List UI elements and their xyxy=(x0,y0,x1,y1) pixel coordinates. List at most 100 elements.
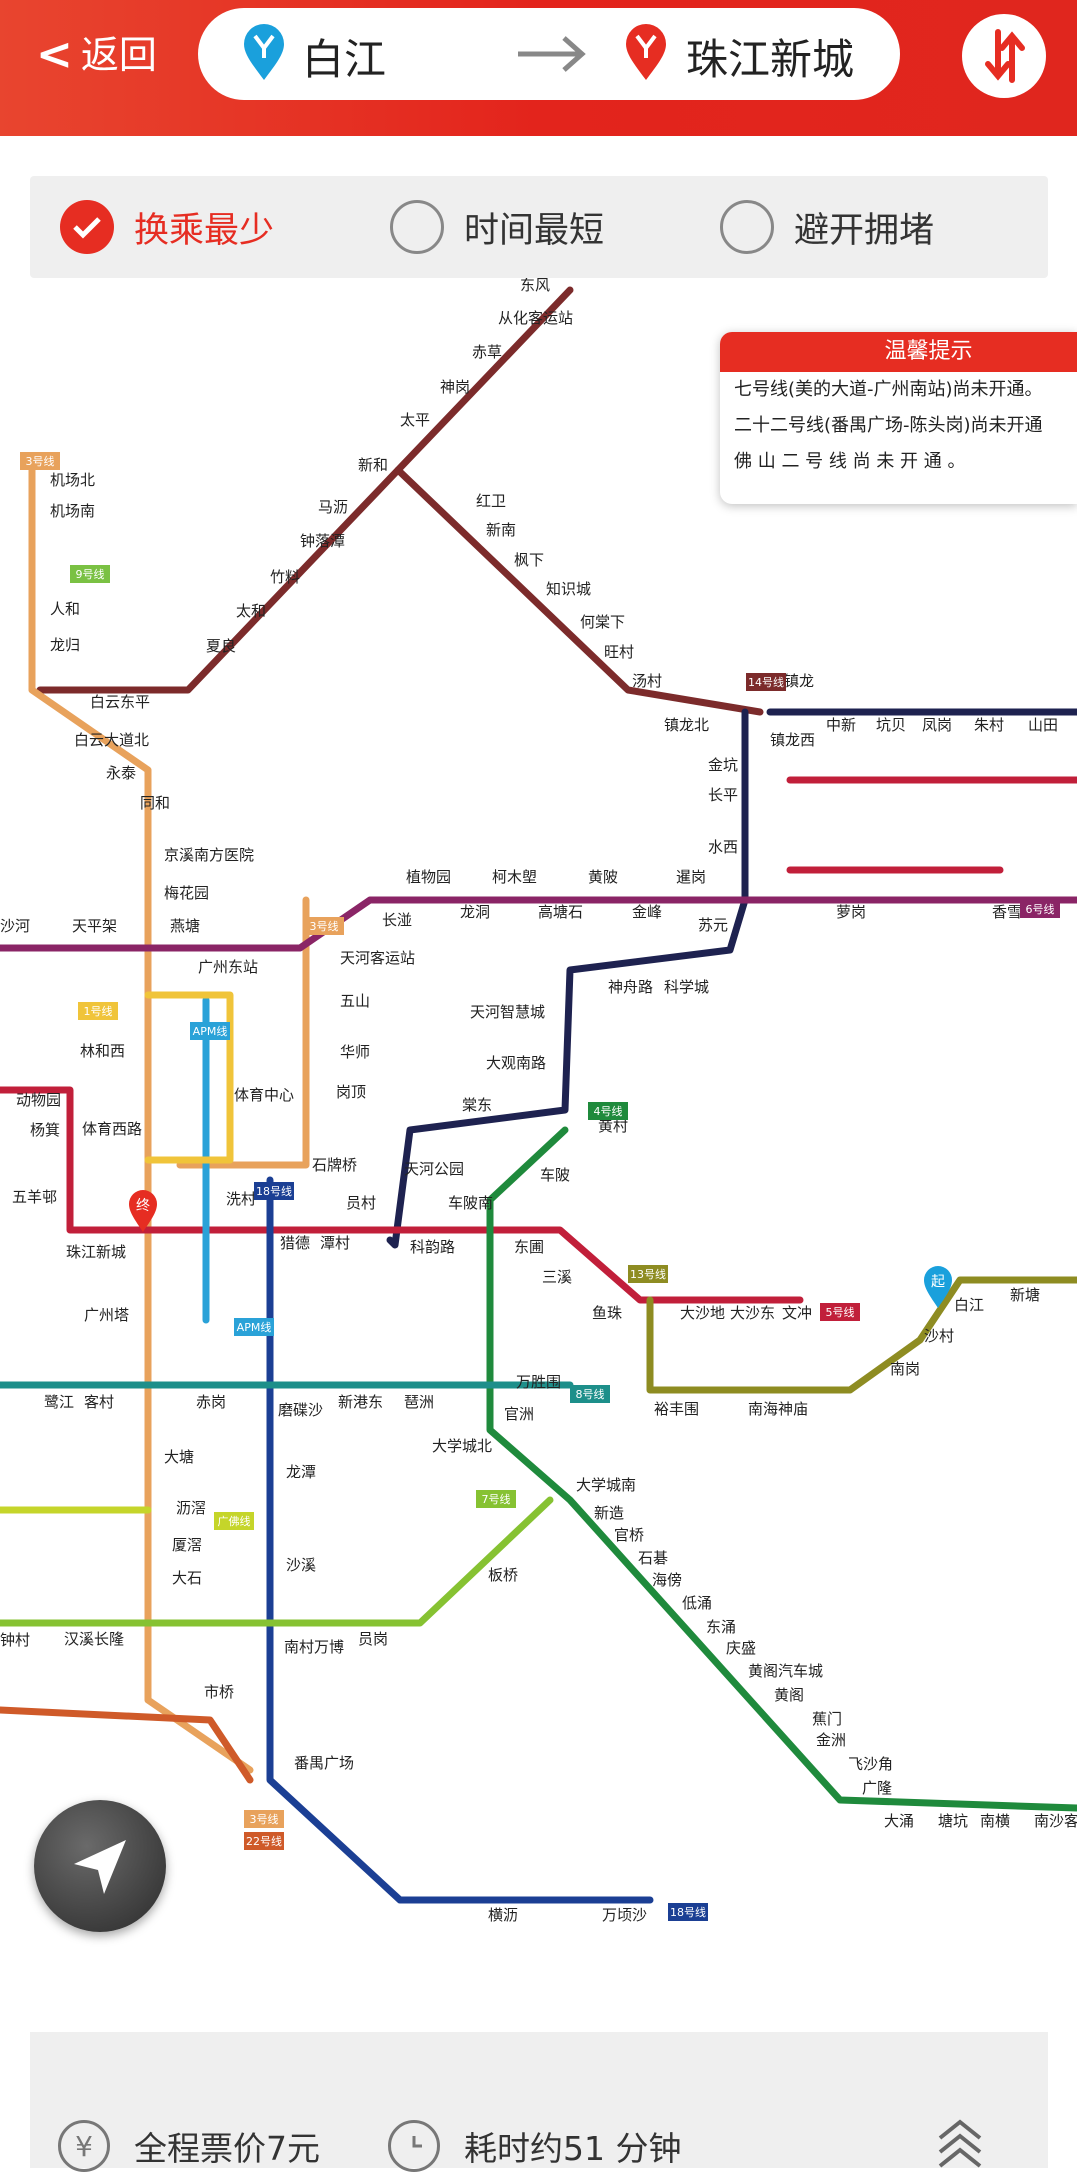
station[interactable]: 市桥 xyxy=(204,1683,234,1701)
station[interactable]: 体育中心 xyxy=(234,1086,294,1104)
station[interactable]: 人和 xyxy=(50,600,80,618)
station[interactable]: 新造 xyxy=(594,1504,624,1522)
station[interactable]: 天河公园 xyxy=(404,1160,464,1178)
station[interactable]: 南海神庙 xyxy=(748,1400,808,1418)
station[interactable]: 体育西路 xyxy=(82,1120,142,1138)
station[interactable]: 石牌桥 xyxy=(312,1156,357,1174)
station[interactable]: 镇龙西 xyxy=(770,731,815,749)
station[interactable]: 广州东站 xyxy=(198,958,258,976)
station[interactable]: 蕉门 xyxy=(812,1710,842,1728)
station[interactable]: 洗村 xyxy=(226,1190,256,1208)
station[interactable]: 大学城南 xyxy=(576,1476,636,1494)
station[interactable]: 汉溪长隆 xyxy=(64,1630,124,1648)
station[interactable]: 机场南 xyxy=(50,502,95,520)
station[interactable]: 林和西 xyxy=(80,1042,125,1060)
station[interactable]: 汤村 xyxy=(632,672,662,690)
station[interactable]: 南沙客运港 xyxy=(1034,1812,1077,1830)
station[interactable]: 燕塘 xyxy=(170,917,200,935)
station[interactable]: 龙归 xyxy=(50,636,80,654)
option-shortest-time[interactable]: 时间最短 xyxy=(390,198,604,256)
station[interactable]: 永泰 xyxy=(106,764,136,782)
station[interactable]: 大学城北 xyxy=(432,1437,492,1455)
station[interactable]: 天河客运站 xyxy=(340,949,415,967)
station[interactable]: 官桥 xyxy=(614,1526,644,1544)
station[interactable]: 科学城 xyxy=(664,978,709,996)
station[interactable]: 中新 xyxy=(826,716,856,734)
station[interactable]: 东圃 xyxy=(514,1238,544,1256)
station[interactable]: 沙河 xyxy=(0,917,30,935)
station[interactable]: 坑贝 xyxy=(876,716,906,734)
station[interactable]: 同和 xyxy=(140,794,170,812)
station[interactable]: 香雪 xyxy=(992,903,1022,921)
station[interactable]: 夏良 xyxy=(206,637,236,655)
station[interactable]: 凤岗 xyxy=(922,716,952,734)
station[interactable]: 五羊邨 xyxy=(12,1188,57,1206)
station[interactable]: 大涌 xyxy=(884,1812,914,1830)
expand-up-icon[interactable] xyxy=(936,2118,984,2168)
station[interactable]: 新和 xyxy=(358,456,388,474)
station[interactable]: 员岗 xyxy=(358,1630,388,1648)
station[interactable]: 新南 xyxy=(486,521,516,539)
station[interactable]: 磨碟沙 xyxy=(278,1401,323,1419)
station[interactable]: 镇龙北 xyxy=(664,716,709,734)
metro-map[interactable]: 东风从化客运站赤草神岗太平新和马沥钟落潭竹料太和夏良红卫新南枫下知识城何棠下旺村… xyxy=(0,278,1077,2030)
station[interactable]: 龙潭 xyxy=(286,1463,316,1481)
start-marker-icon[interactable]: 起 xyxy=(924,1266,952,1308)
station[interactable]: 沥滘 xyxy=(176,1499,206,1517)
station[interactable]: 飞沙角 xyxy=(848,1755,893,1773)
station[interactable]: 白云东平 xyxy=(90,693,150,711)
station[interactable]: 植物园 xyxy=(406,868,451,886)
station[interactable]: 大观南路 xyxy=(486,1054,546,1072)
station[interactable]: 沙村 xyxy=(924,1327,954,1345)
station[interactable]: 太平 xyxy=(400,411,430,429)
station[interactable]: 棠东 xyxy=(462,1096,492,1114)
station[interactable]: 官洲 xyxy=(504,1405,534,1423)
station[interactable]: 动物园 xyxy=(16,1091,61,1109)
station[interactable]: 白江 xyxy=(954,1296,984,1314)
end-marker-icon[interactable]: 终 xyxy=(129,1190,157,1232)
station[interactable]: 新塘 xyxy=(1010,1286,1040,1304)
station[interactable]: 低涌 xyxy=(682,1594,712,1612)
station[interactable]: 客村 xyxy=(84,1393,114,1411)
route-selector[interactable]: 白江 珠江新城 xyxy=(198,8,900,100)
station[interactable]: 沙溪 xyxy=(286,1556,316,1574)
station[interactable]: 裕丰围 xyxy=(654,1400,699,1418)
station[interactable]: 板桥 xyxy=(488,1566,518,1584)
station[interactable]: 大沙东 xyxy=(730,1304,775,1322)
station[interactable]: 红卫 xyxy=(476,492,506,510)
station[interactable]: 潭村 xyxy=(320,1234,350,1252)
station[interactable]: 金坑 xyxy=(708,756,738,774)
station[interactable]: 神岗 xyxy=(440,378,470,396)
station[interactable]: 万胜围 xyxy=(516,1373,561,1391)
station[interactable]: 白云大道北 xyxy=(74,731,149,749)
station[interactable]: 华师 xyxy=(340,1043,370,1061)
station[interactable]: 龙洞 xyxy=(460,903,490,921)
station[interactable]: 天河智慧城 xyxy=(470,1003,545,1021)
station[interactable]: 山田 xyxy=(1028,716,1058,734)
station[interactable]: 从化客运站 xyxy=(498,309,573,327)
station[interactable]: 朱村 xyxy=(974,716,1004,734)
station[interactable]: 琶洲 xyxy=(404,1393,434,1411)
station[interactable]: 新港东 xyxy=(338,1393,383,1411)
station[interactable]: 何棠下 xyxy=(580,613,625,631)
station[interactable]: 梅花园 xyxy=(164,884,209,902)
station[interactable]: 万顷沙 xyxy=(602,1906,647,1924)
station[interactable]: 番禺广场 xyxy=(294,1754,354,1772)
destination-station[interactable]: 珠江新城 xyxy=(686,35,855,84)
station[interactable]: 大石 xyxy=(172,1569,202,1587)
station[interactable]: 南村万博 xyxy=(284,1638,344,1656)
station[interactable]: 机场北 xyxy=(50,471,95,489)
station[interactable]: 萝岗 xyxy=(836,903,866,921)
station[interactable]: 东风 xyxy=(520,278,550,294)
station[interactable]: 黄陂 xyxy=(588,868,618,886)
station[interactable]: 海傍 xyxy=(652,1571,682,1589)
station[interactable]: 杨箕 xyxy=(30,1121,60,1139)
station[interactable]: 苏元 xyxy=(698,916,728,934)
station[interactable]: 钟落潭 xyxy=(300,532,345,550)
station[interactable]: 黄阁汽车城 xyxy=(748,1662,823,1680)
station[interactable]: 五山 xyxy=(340,992,370,1010)
station[interactable]: 长湴 xyxy=(382,911,412,929)
back-button[interactable]: < 返回 xyxy=(36,30,157,80)
station[interactable]: 厦滘 xyxy=(172,1536,202,1554)
station[interactable]: 高塘石 xyxy=(538,903,583,921)
